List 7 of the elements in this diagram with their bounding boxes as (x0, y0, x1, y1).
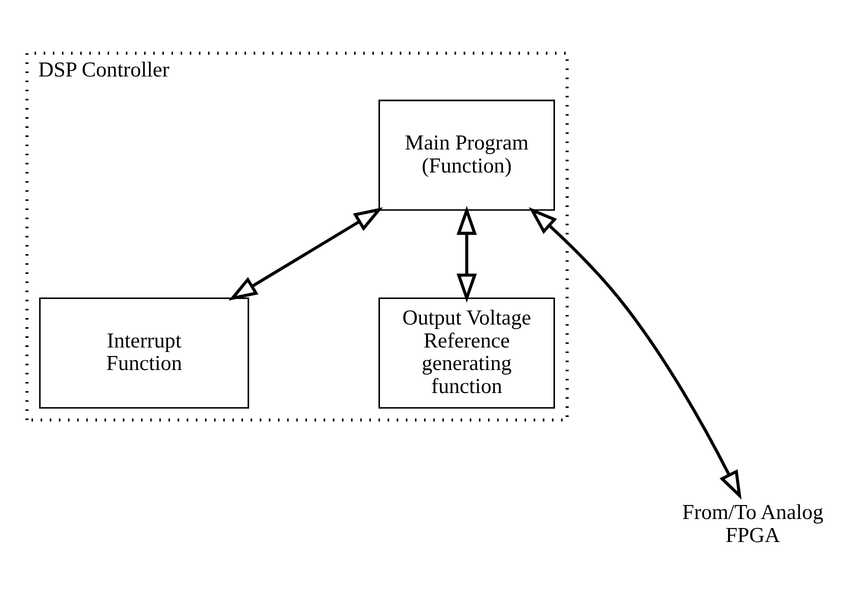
node-text: From/To Analog FPGA (682, 500, 824, 548)
node-box: Output Voltage Reference generating function (378, 298, 555, 409)
arrow (456, 206, 477, 303)
node-box: Interrupt Function (39, 298, 250, 409)
arrow (528, 207, 742, 500)
arrow (228, 207, 383, 301)
node-box: Main Program (Function) (378, 100, 555, 211)
